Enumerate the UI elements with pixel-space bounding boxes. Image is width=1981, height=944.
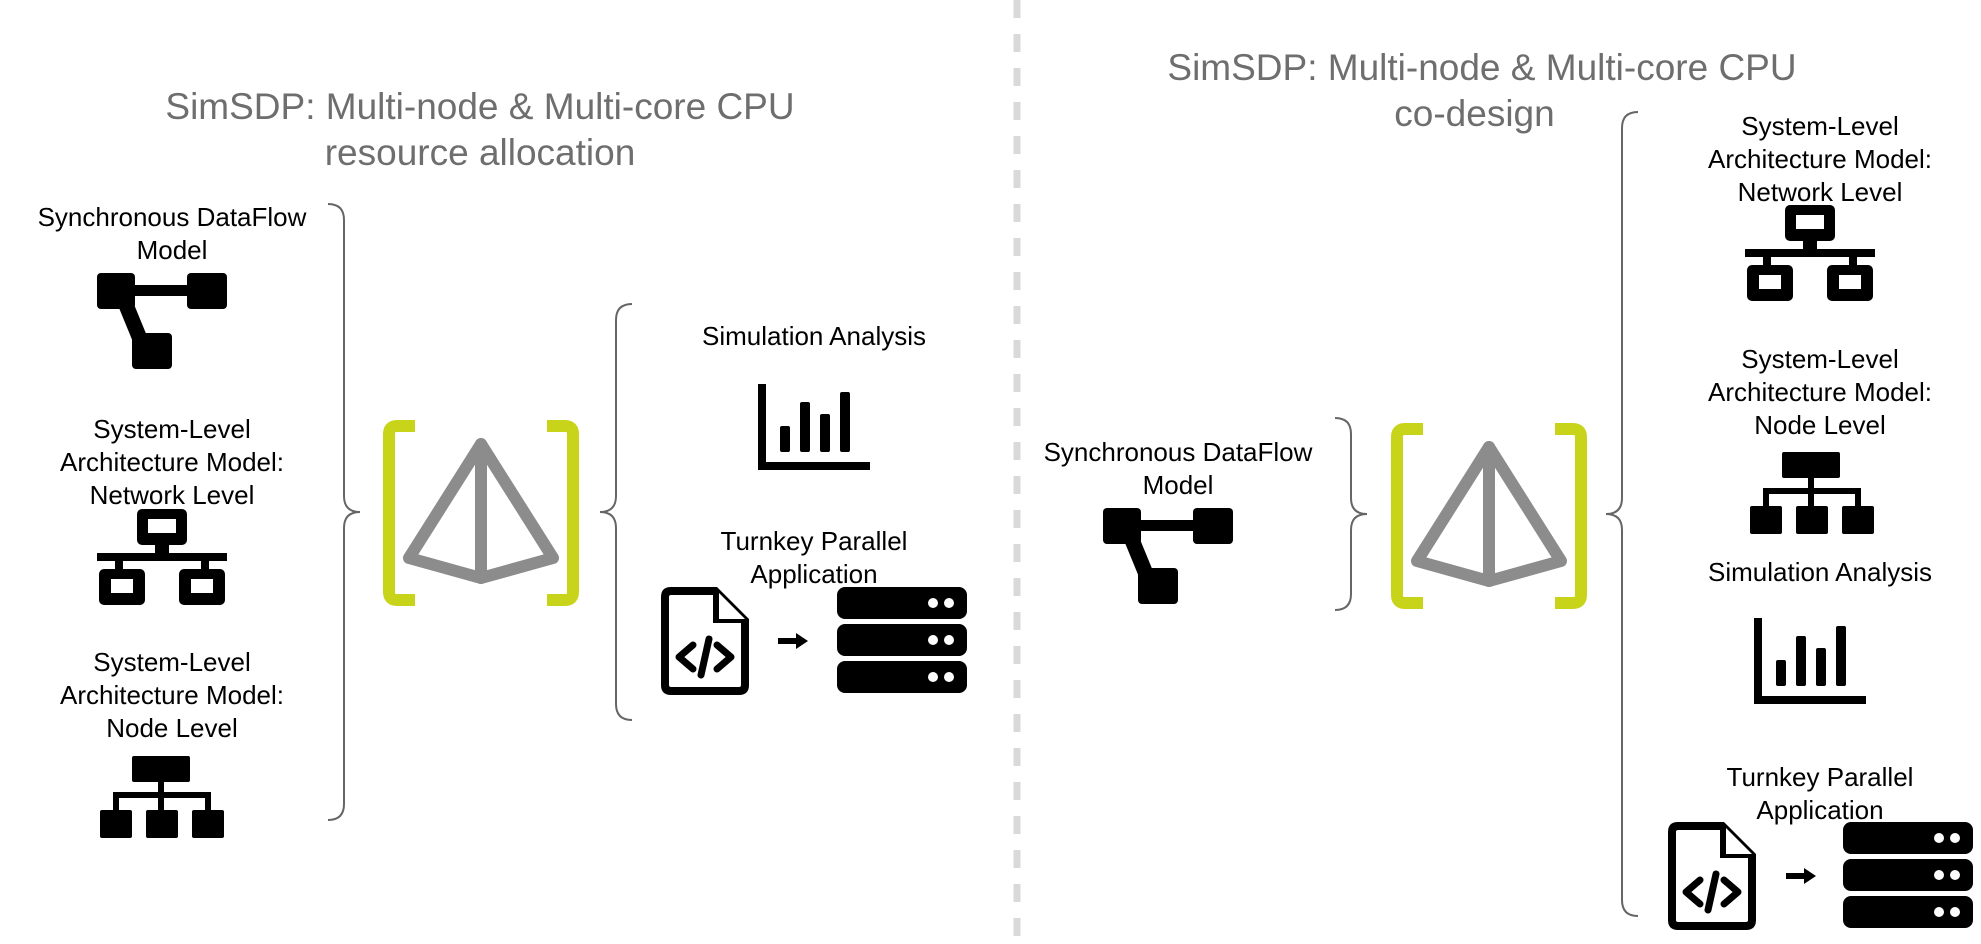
right-hierarchy-icon (1750, 452, 1874, 534)
left-sdf-label-line1: Synchronous DataFlow (37, 202, 307, 232)
right-network-label-line2: Architecture Model: (1708, 144, 1932, 174)
left-node-label-line1: System-Level (93, 647, 251, 677)
left-bar-chart-icon (758, 384, 870, 470)
left-server-icon (837, 587, 967, 693)
right-network-icon (1745, 205, 1875, 301)
right-node-label-line1: System-Level (1741, 344, 1899, 374)
right-sdf-label-line2: Model (1142, 470, 1214, 500)
right-output-brace (1605, 111, 1639, 917)
left-turnkey-label: Turnkey Parallel Application (654, 525, 974, 591)
right-sdf-label: Synchronous DataFlow Model (1018, 436, 1338, 502)
left-simsdp-logo-icon (389, 426, 573, 600)
right-node-label-line2: Architecture Model: (1708, 377, 1932, 407)
left-node-label-line3: Node Level (106, 713, 238, 743)
left-network-label: System-Level Architecture Model: Network… (12, 413, 332, 512)
right-code-file-icon (1668, 822, 1756, 930)
right-dataflow-icon (1103, 508, 1233, 604)
left-dataflow-icon (97, 273, 227, 369)
left-sdf-label-line2: Model (136, 235, 208, 265)
right-server-icon (1843, 822, 1973, 928)
left-network-label-line1: System-Level (93, 414, 251, 444)
left-turnkey-label-line2: Application (750, 559, 878, 589)
left-node-label-line2: Architecture Model: (60, 680, 284, 710)
right-turnkey-label-line2: Application (1756, 795, 1884, 825)
right-node-label-line3: Node Level (1754, 410, 1886, 440)
right-network-label: System-Level Architecture Model: Network… (1660, 110, 1980, 209)
left-simulation-analysis-label: Simulation Analysis (702, 321, 926, 351)
left-output-brace (599, 303, 633, 721)
right-title-line2: co-design (1394, 93, 1555, 134)
left-input-brace (327, 203, 361, 821)
right-simsdp-logo-icon (1397, 429, 1581, 603)
right-title-line1: SimSDP: Multi-node & Multi-core CPU (1167, 47, 1797, 88)
right-title: SimSDP: Multi-node & Multi-core CPU co-d… (1082, 45, 1882, 137)
left-node-label: System-Level Architecture Model: Node Le… (12, 646, 332, 745)
left-title: SimSDP: Multi-node & Multi-core CPU reso… (80, 84, 880, 176)
left-title-line2: resource allocation (324, 132, 636, 173)
left-arrow-icon (778, 633, 808, 649)
right-turnkey-label-line1: Turnkey Parallel (1726, 762, 1914, 792)
left-code-file-icon (661, 587, 749, 695)
right-node-label: System-Level Architecture Model: Node Le… (1660, 343, 1980, 442)
left-sdf-label: Synchronous DataFlow Model (12, 201, 332, 267)
left-hierarchy-icon (100, 756, 224, 838)
left-network-label-line3: Network Level (89, 480, 255, 510)
right-network-label-line3: Network Level (1737, 177, 1903, 207)
right-arrow-icon (1786, 868, 1816, 884)
right-network-label-line1: System-Level (1741, 111, 1899, 141)
right-turnkey-label: Turnkey Parallel Application (1660, 761, 1980, 827)
left-network-icon (97, 509, 227, 605)
left-turnkey-label-line1: Turnkey Parallel (720, 526, 908, 556)
left-title-line1: SimSDP: Multi-node & Multi-core CPU (165, 86, 795, 127)
right-simulation-analysis-label: Simulation Analysis (1708, 557, 1932, 587)
left-network-label-line2: Architecture Model: (60, 447, 284, 477)
right-bar-chart-icon (1754, 618, 1866, 704)
right-sdf-label-line1: Synchronous DataFlow (1043, 437, 1313, 467)
right-input-brace (1334, 417, 1368, 611)
